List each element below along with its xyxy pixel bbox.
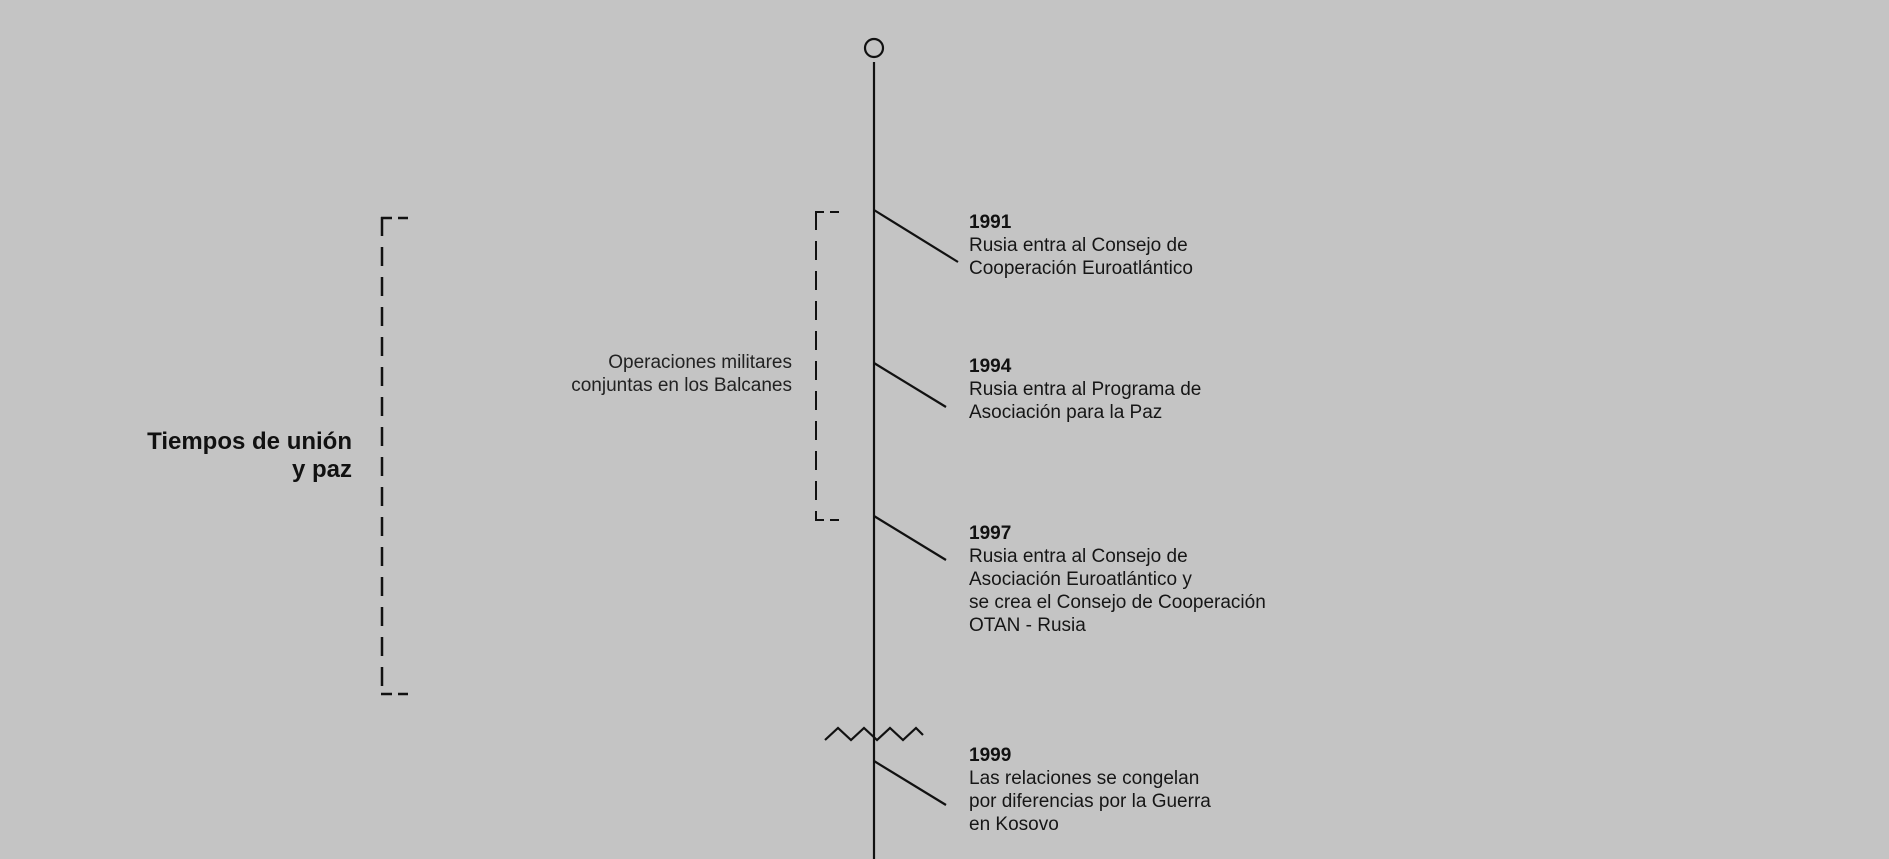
event-year: 1997 <box>969 523 1012 544</box>
event-connector-1999 <box>873 760 947 806</box>
event-year: 1994 <box>969 356 1012 377</box>
event-1991: 1991 Rusia entra al Consejo de Cooperaci… <box>969 211 1193 280</box>
era-label: Tiempos de unión y paz <box>147 428 352 483</box>
event-description: Rusia entra al Consejo de Cooperación Eu… <box>969 235 1193 279</box>
timeline-break-zigzag <box>824 726 924 742</box>
event-1997: 1997 Rusia entra al Consejo de Asociació… <box>969 522 1266 637</box>
event-1994: 1994 Rusia entra al Programa de Asociaci… <box>969 355 1201 424</box>
event-1999: 1999 Las relaciones se congelan por dife… <box>969 744 1211 836</box>
event-description: Rusia entra al Programa de Asociación pa… <box>969 379 1202 423</box>
event-connector-1991 <box>873 209 959 263</box>
event-description: Las relaciones se congelan por diferenci… <box>969 768 1211 835</box>
group-label: Operaciones militares conjuntas en los B… <box>571 352 792 396</box>
event-connector-1997 <box>873 515 947 561</box>
event-year: 1999 <box>969 745 1012 766</box>
event-connector-1994 <box>873 362 947 408</box>
event-year: 1991 <box>969 212 1012 233</box>
event-description: Rusia entra al Consejo de Asociación Eur… <box>969 546 1266 636</box>
timeline-start-marker <box>863 37 885 59</box>
